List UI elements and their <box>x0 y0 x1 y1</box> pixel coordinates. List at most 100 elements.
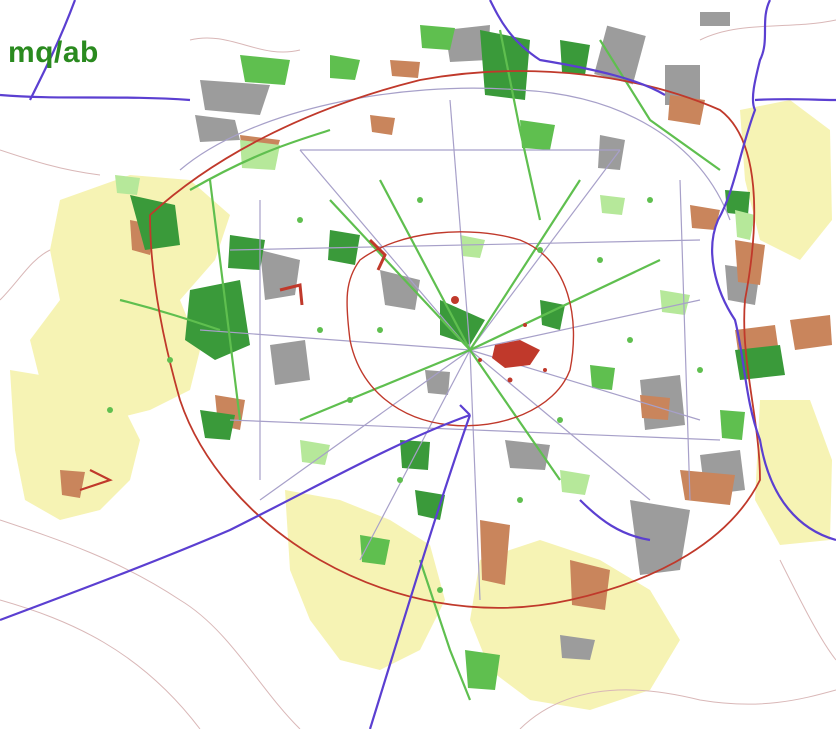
park <box>560 470 590 495</box>
red-path <box>279 283 304 306</box>
peri-urban-east <box>755 400 832 545</box>
park <box>480 30 530 100</box>
park <box>228 235 265 270</box>
historic-center <box>492 340 540 368</box>
corridor <box>119 298 221 332</box>
brown-areas <box>60 60 832 610</box>
park <box>200 410 235 440</box>
peri-urban-southwest <box>10 370 140 520</box>
corridor <box>469 179 581 351</box>
park <box>720 410 745 440</box>
street <box>469 349 481 601</box>
muni-line-1 <box>0 519 301 729</box>
street <box>229 239 701 251</box>
light-green-parks <box>115 140 755 495</box>
brown-area <box>668 95 705 125</box>
grey-area <box>200 80 270 115</box>
grey-area <box>260 250 300 300</box>
park <box>130 195 180 250</box>
inner-ring-path <box>346 231 575 427</box>
brown-area <box>390 60 420 78</box>
ring-path <box>149 70 761 609</box>
corridor <box>329 199 471 351</box>
green-spots <box>107 197 703 593</box>
muni-line-8 <box>0 249 51 301</box>
green-spot <box>517 497 523 503</box>
unit-label: mq/ab <box>8 36 99 69</box>
park <box>185 280 250 360</box>
park <box>460 235 485 258</box>
grey-area <box>700 12 730 26</box>
mid-green-parks <box>240 25 745 690</box>
park <box>115 175 140 195</box>
boundary-line <box>0 93 191 102</box>
green-corridors <box>119 29 721 701</box>
boundary-line <box>711 0 836 542</box>
grey-area <box>630 500 690 575</box>
street <box>469 349 651 501</box>
muni-line-2 <box>0 599 201 729</box>
street <box>229 419 721 441</box>
boundary-line <box>368 414 472 729</box>
boundary-line <box>754 98 836 102</box>
corridor <box>498 29 542 221</box>
park <box>420 25 455 50</box>
brown-area <box>790 315 832 350</box>
brown-area <box>60 470 85 498</box>
park <box>725 190 750 215</box>
peri-urban-areas <box>10 100 832 710</box>
center-node <box>451 296 459 304</box>
corridor <box>469 349 561 481</box>
grey-area <box>598 135 625 170</box>
green-spot <box>597 257 603 263</box>
park <box>735 210 755 240</box>
park <box>520 120 555 150</box>
corridor <box>208 179 242 421</box>
green-spot <box>437 587 443 593</box>
muni-line-5 <box>189 37 301 53</box>
red-path <box>368 238 387 271</box>
green-spot <box>167 357 173 363</box>
street <box>449 99 471 351</box>
park <box>465 650 500 690</box>
green-spot <box>397 477 403 483</box>
brown-area <box>370 115 395 135</box>
center-node <box>523 323 527 327</box>
street <box>679 179 691 501</box>
brown-area <box>690 205 720 230</box>
park <box>330 55 360 80</box>
green-spot <box>537 247 543 253</box>
corridor <box>299 348 471 422</box>
street <box>469 299 701 351</box>
green-spot <box>297 217 303 223</box>
center-node <box>507 377 513 383</box>
street <box>299 149 471 351</box>
corridor <box>189 128 331 191</box>
park <box>590 365 615 390</box>
muni-line-3 <box>519 689 836 729</box>
park <box>660 290 690 315</box>
corridor <box>379 179 471 351</box>
center-node <box>478 358 482 362</box>
park <box>440 300 485 345</box>
grey-area <box>594 25 646 85</box>
green-spot <box>107 407 113 413</box>
park <box>560 40 590 75</box>
green-spot <box>697 367 703 373</box>
grey-area <box>195 115 240 142</box>
corridor <box>418 559 472 701</box>
corridor <box>599 39 721 171</box>
street <box>199 329 471 351</box>
brown-area <box>680 470 735 505</box>
street <box>179 87 731 221</box>
boundary-line <box>579 499 651 542</box>
peri-urban-west <box>30 175 230 420</box>
green-spot <box>317 327 323 333</box>
muni-line-6 <box>0 149 101 176</box>
street-network <box>179 87 731 601</box>
corridor <box>469 259 661 351</box>
green-spot <box>627 337 633 343</box>
peri-urban-south <box>285 490 445 670</box>
